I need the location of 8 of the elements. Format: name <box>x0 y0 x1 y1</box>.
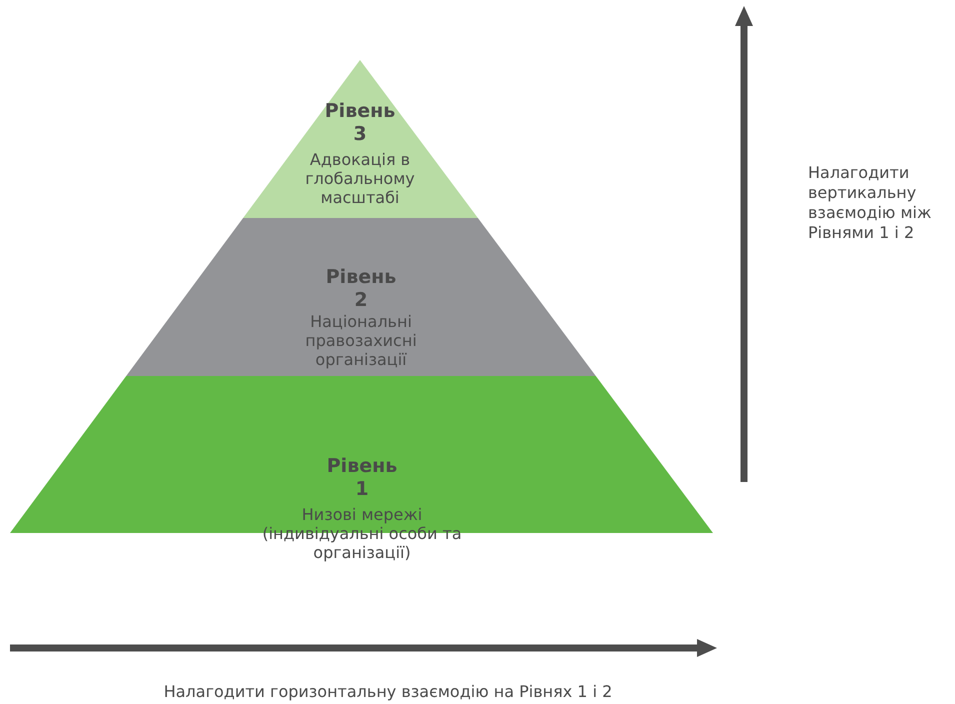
pyramid-tier <box>126 218 596 376</box>
tier-title: Рівень 2 <box>324 266 398 312</box>
axis-caption: Налагодити вертикальну взаємодію між Рівнями 1 і 2 <box>808 163 932 243</box>
tier-description: Адвокація в глобальному масштабі <box>304 150 416 207</box>
tier-description: Національні правозахисні організації <box>304 312 418 369</box>
axis-caption: Налагодити горизонтальну взаємодію на Рівнях 1 і 2 <box>162 682 614 702</box>
tier-title: Рівень 1 <box>326 455 398 501</box>
tier-title: Рівень 3 <box>324 100 396 146</box>
